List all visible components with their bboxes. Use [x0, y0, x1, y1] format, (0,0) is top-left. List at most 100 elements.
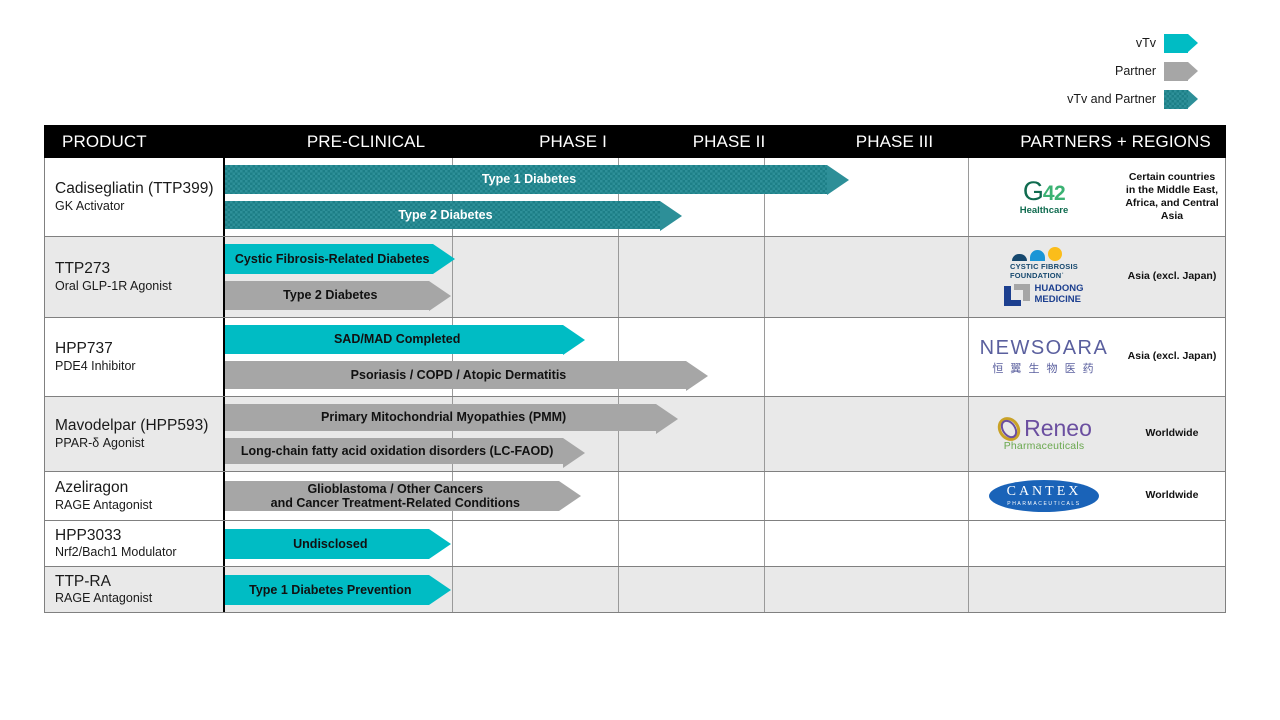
phase-gridline — [452, 397, 454, 471]
product-subtitle: PPAR-δ Agonist — [55, 435, 145, 450]
arrow-chip-icon — [1164, 33, 1198, 53]
bar-arrow-head-icon — [826, 165, 849, 195]
column-header-partners-regions: PARTNERS + REGIONS — [1020, 131, 1211, 151]
partner-logos: NEWSOARA 恒 翼 生 物 医 药 — [969, 338, 1119, 376]
phase-gridline — [763, 397, 765, 471]
product-subtitle: RAGE Antagonist — [55, 497, 153, 512]
program-bar[interactable]: Long-chain fatty acid oxidation disorder… — [225, 437, 968, 468]
timeline-cell: Primary Mitochondrial Myopathies (PMM) Lo… — [225, 397, 968, 471]
phase-gridline — [763, 567, 765, 612]
phase-gridline — [618, 318, 620, 396]
partner-region: Worldwide — [1145, 427, 1199, 440]
bar-label: Cystic Fibrosis-Related Diabetes — [234, 251, 430, 266]
bar-arrow-head-icon — [563, 437, 586, 468]
program-bar[interactable]: Type 2 Diabetes — [225, 200, 968, 231]
program-bar[interactable]: Primary Mitochondrial Myopathies (PMM) — [225, 404, 968, 434]
bar-arrow-head-icon — [429, 528, 452, 559]
huadong-name-line1: HUADONG — [1034, 283, 1084, 295]
program-bar[interactable]: Type 2 Diabetes — [225, 280, 968, 311]
program-bar[interactable]: Type 1 Diabetes — [225, 165, 968, 195]
cantex-subtitle: PHARMACEUTICALS — [1007, 501, 1081, 507]
partner-region: Asia (excl. Japan) — [1127, 350, 1217, 363]
phase-gridline — [618, 567, 620, 612]
phase-gridline — [763, 472, 765, 520]
column-header-pre-clinical: PRE-CLINICAL — [306, 131, 426, 151]
bar-stack: Undisclosed — [225, 521, 968, 566]
phase-gridline — [763, 521, 765, 566]
bar-label: Type 1 Diabetes — [481, 172, 577, 187]
product-name: HPP3033 — [55, 526, 122, 544]
legend: vTv Partner vTv and Partner — [988, 30, 1198, 114]
phase-gridline — [618, 521, 620, 566]
program-bar[interactable]: SAD/MAD Completed — [225, 325, 968, 355]
phase-gridline — [763, 318, 765, 396]
legend-label-vtv-and-partner: vTv and Partner — [1067, 92, 1156, 106]
g42-subtitle: Healthcare — [1019, 205, 1069, 217]
phase-gridline — [618, 397, 620, 471]
phase-gridline — [763, 237, 765, 317]
product-name: TTP-RA — [55, 572, 111, 590]
product-subtitle: Nrf2/Bach1 Modulator — [55, 545, 177, 560]
cff-shape-icon — [1011, 254, 1027, 262]
partners-cell — [968, 521, 1225, 566]
program-bar[interactable]: Undisclosed — [225, 528, 968, 559]
product-name: HPP737 — [55, 340, 113, 358]
bar-label: Type 2 Diabetes — [283, 288, 378, 303]
pipeline-table: PRODUCT PRE-CLINICAL PHASE I PHASE II PH… — [44, 125, 1226, 613]
bar-body — [225, 280, 430, 310]
legend-item-vtv: vTv — [988, 30, 1198, 56]
partner-region: Asia (excl. Japan) — [1127, 270, 1217, 283]
product-subtitle: PDE4 Inhibitor — [55, 358, 136, 373]
product-cell: Cadisegliatin (TTP399)GK Activator — [45, 158, 225, 236]
phase-gridline — [452, 237, 454, 317]
partners-cell — [968, 567, 1225, 612]
product-name: Azeliragon — [55, 479, 129, 497]
g42-letter: G — [1022, 176, 1044, 207]
bar-arrow-head-icon — [659, 200, 682, 231]
bar-label: Undisclosed — [293, 536, 368, 551]
newsoara-chinese-name: 恒 翼 生 物 医 药 — [992, 363, 1096, 375]
timeline-cell: Undisclosed — [225, 521, 968, 566]
bar-label: Primary Mitochondrial Myopathies (PMM) — [321, 410, 567, 425]
arrow-chip-icon — [1164, 61, 1198, 81]
program-bar[interactable]: Type 1 Diabetes Prevention — [225, 574, 968, 605]
product-name: TTP273 — [55, 260, 111, 278]
bar-stack: Primary Mitochondrial Myopathies (PMM) Lo… — [225, 397, 968, 471]
bar-arrow-head-icon — [655, 404, 678, 434]
column-header-product: PRODUCT — [62, 131, 147, 151]
newsoara-name: NEWSOARA — [979, 337, 1109, 359]
product-subtitle: RAGE Antagonist — [55, 591, 153, 606]
bar-arrow-head-icon — [429, 574, 452, 605]
product-subtitle: GK Activator — [55, 198, 125, 213]
product-cell: Mavodelpar (HPP593)PPAR-δ Agonist — [45, 397, 225, 471]
timeline-cell: Type 1 Diabetes Prevention — [225, 567, 968, 612]
program-bar[interactable]: Psoriasis / COPD / Atopic Dermatitis — [225, 360, 968, 391]
program-bar[interactable]: Cystic Fibrosis-Related Diabetes — [225, 244, 968, 274]
legend-label-vtv: vTv — [1135, 36, 1156, 50]
bar-label: Long-chain fatty acid oxidation disorder… — [240, 443, 554, 458]
arrow-chip-icon — [1164, 89, 1198, 109]
reneo-subtitle: Pharmaceuticals — [1003, 439, 1085, 452]
